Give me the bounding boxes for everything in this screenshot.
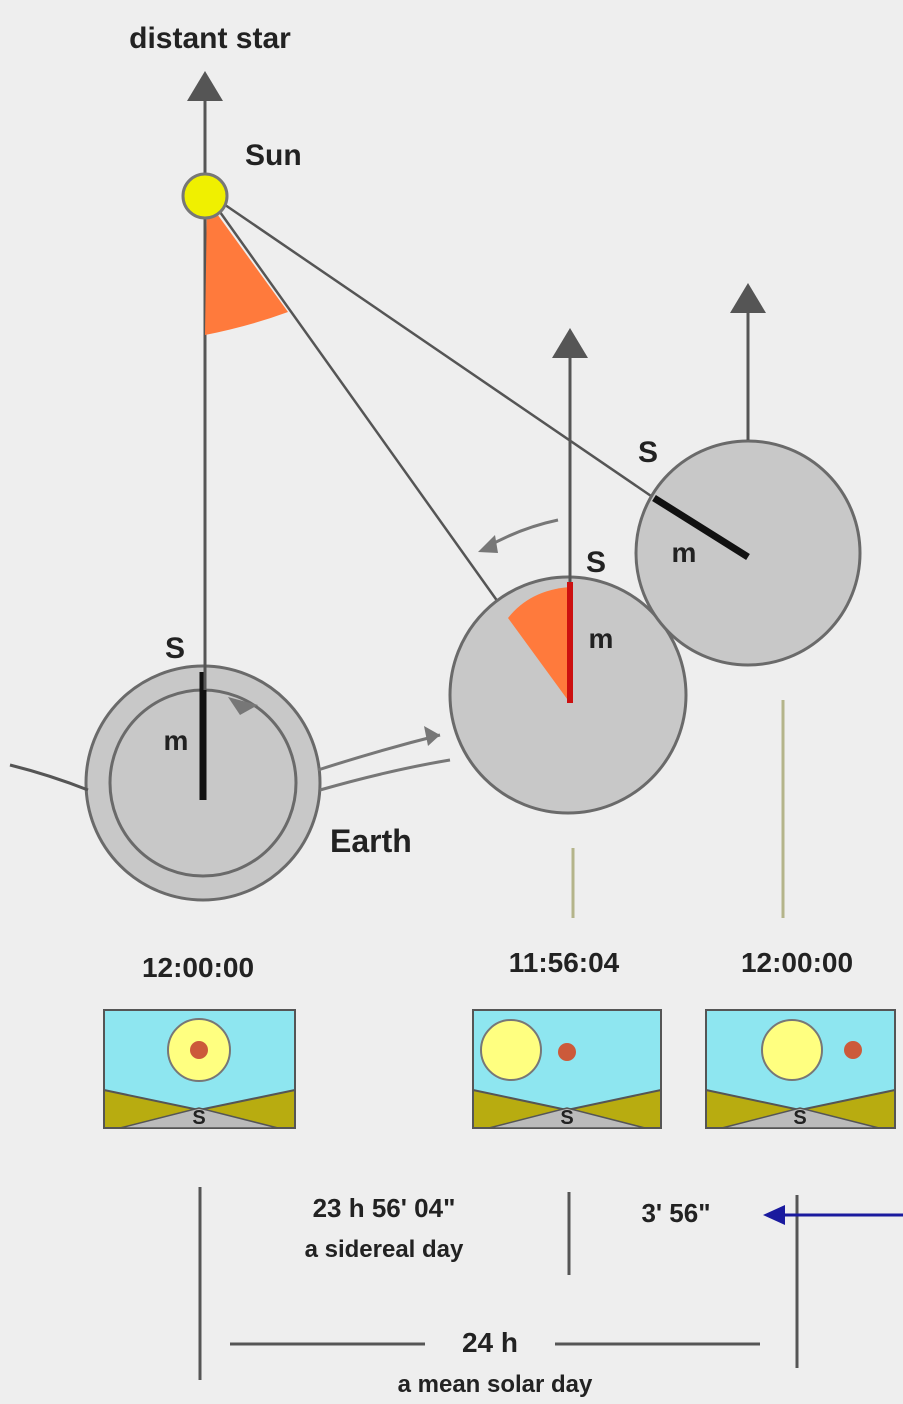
- s-label-3: S: [638, 436, 658, 469]
- solar-day-duration: 24 h: [462, 1327, 518, 1358]
- time-label-2: 11:56:04: [509, 947, 620, 978]
- sun-disc: [480, 1019, 542, 1081]
- time-label-1: 12:00:00: [142, 952, 254, 983]
- time-difference-label: 3' 56": [641, 1198, 710, 1228]
- earth-position-2: [448, 575, 688, 815]
- ground-shadow: [119, 1107, 279, 1129]
- m-label-1: m: [164, 725, 189, 756]
- sun: [181, 172, 229, 220]
- sun-disc: [761, 1019, 823, 1081]
- sun-to-earth-3-line: [211, 194, 655, 500]
- south-marker: S: [793, 1107, 806, 1129]
- star-dot: [190, 1041, 208, 1059]
- s-label-2: S: [586, 546, 606, 579]
- time-difference-wedge: [508, 587, 570, 703]
- s-label-1: S: [165, 632, 185, 665]
- star-dot: [558, 1043, 576, 1061]
- m-label-3: m: [672, 537, 697, 568]
- ground: [103, 1088, 296, 1129]
- sun-angle-wedge: [205, 200, 288, 335]
- m-label-2: m: [589, 623, 614, 654]
- distant-star-label: distant star: [129, 22, 291, 55]
- ground: [705, 1088, 896, 1129]
- solar-day-caption: a mean solar day: [398, 1371, 593, 1398]
- sky-view-panel-3: S: [705, 1009, 896, 1129]
- ground-shadow: [488, 1107, 646, 1129]
- ground-shadow: [721, 1107, 880, 1129]
- ground: [472, 1088, 662, 1129]
- sun-label: Sun: [245, 139, 302, 172]
- earth-label: Earth: [330, 823, 412, 859]
- sidereal-day-caption: a sidereal day: [305, 1236, 464, 1263]
- orbit-path-in: [9, 763, 89, 792]
- south-marker: S: [560, 1107, 573, 1129]
- orbit-arrowhead: [424, 726, 440, 746]
- pointer-arrow-icon: [763, 1205, 785, 1225]
- time-label-3: 12:00:00: [741, 947, 853, 978]
- south-marker: S: [192, 1107, 205, 1129]
- meridian-marker: [652, 495, 750, 560]
- sky-view-panel-2: S: [472, 1009, 662, 1129]
- sky-view-panel-1: S: [103, 1009, 296, 1129]
- orbit-path: [319, 758, 451, 792]
- star-dot: [844, 1041, 862, 1059]
- sidereal-day-duration: 23 h 56' 04": [313, 1193, 456, 1223]
- rotation-arrowhead: [478, 535, 498, 553]
- rotation-arrow: [228, 697, 258, 715]
- earth-position-1: [84, 664, 322, 902]
- earth-position-3: [634, 439, 862, 667]
